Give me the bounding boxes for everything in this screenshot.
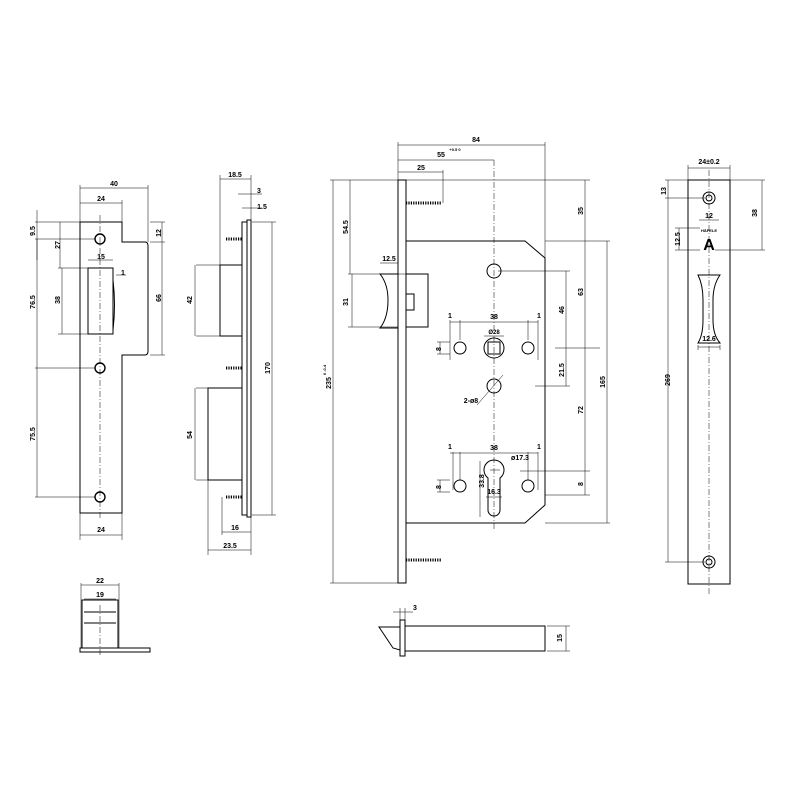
strike-plate-front: 40 24 9.5 27 76.5 38 75.5 15 1 12 66 24: [30, 181, 165, 540]
dim-38: 38: [55, 296, 62, 304]
dim-19: 19: [96, 592, 104, 599]
dim-42: 42: [187, 296, 194, 304]
dim-15: 15: [97, 254, 105, 261]
dim-66: 66: [156, 294, 163, 302]
svg-text:A: A: [703, 237, 715, 254]
dim-16: 16: [231, 525, 239, 532]
dim-235-tolerance: 0 -0.4: [322, 364, 327, 375]
dim-8-a: 8: [436, 347, 443, 351]
dim-16-3: 16.3: [487, 489, 501, 496]
dim-24-bottom: 24: [97, 527, 105, 534]
dim-76-5: 76.5: [30, 295, 37, 309]
dim-165: 165: [600, 376, 607, 388]
dim-8-right: 8: [578, 482, 585, 486]
dim-12-5: 12.5: [675, 232, 682, 246]
dim-54-5: 54.5: [343, 220, 350, 234]
dim-21-5: 21.5: [559, 363, 566, 377]
dim-24-top: 24: [97, 196, 105, 203]
dim-40: 40: [110, 181, 118, 188]
dim-24-tolerance: 24±0.2: [698, 159, 719, 166]
dim-72: 72: [578, 406, 585, 414]
dim-3: 3: [413, 605, 417, 612]
strike-plate-side: 18.5 3 1.5 42 54 170 16 23.5: [187, 172, 276, 555]
dim-13: 13: [661, 187, 668, 195]
dim-2-holes: 2-ø8: [464, 398, 479, 405]
dim-54: 54: [187, 431, 194, 439]
lock-body: 84 55 +0.5 0 25 235 0 -0.4 54.5 31 12.5 …: [322, 137, 610, 584]
dim-170: 170: [265, 362, 272, 374]
dim-38-top: 38: [490, 314, 498, 321]
dim-3: 3: [257, 188, 261, 195]
faceplate-front: HÄFELE A 24±0.2 13 38 12 12.5 12.6 269: [661, 159, 765, 595]
dim-12: 12: [705, 213, 713, 220]
dim-1-a: 1: [448, 313, 452, 320]
dim-84: 84: [472, 137, 480, 144]
dim-18-5: 18.5: [228, 172, 242, 179]
dim-1: 1: [121, 270, 125, 277]
dim-8-b: 8: [436, 485, 443, 489]
dim-63: 63: [578, 288, 585, 296]
logo-text: HÄFELE: [701, 228, 717, 233]
cylinder-cutout: [483, 459, 505, 517]
hafele-logo: HÄFELE A: [701, 228, 717, 254]
dim-dia-17-3: ø17.3: [511, 455, 529, 462]
dim-55-tolerance: +0.5 0: [449, 147, 461, 152]
dim-25: 25: [417, 165, 425, 172]
dim-1-c: 1: [448, 444, 452, 451]
dim-1-5: 1.5: [257, 204, 267, 211]
dim-27: 27: [55, 241, 62, 249]
dim-12-6: 12.6: [702, 336, 716, 343]
dim-75-5: 75.5: [30, 427, 37, 441]
dim-1-b: 1: [537, 313, 541, 320]
dim-235: 235: [326, 377, 333, 389]
strike-box-top: 22 19: [79, 578, 151, 657]
dim-22: 22: [96, 578, 104, 585]
dim-12-5: 12.5: [382, 256, 396, 263]
dim-31: 31: [343, 298, 350, 306]
dim-55-backset: 55: [437, 152, 445, 159]
dim-dia-28: Ø28: [488, 330, 500, 336]
dim-15: 15: [557, 634, 564, 642]
dim-12: 12: [156, 229, 163, 237]
dim-38: 38: [752, 209, 759, 217]
dim-33-8: 33.8: [479, 474, 486, 488]
dim-9-5: 9.5: [30, 226, 37, 236]
dim-35: 35: [578, 207, 585, 215]
dim-1-d: 1: [537, 444, 541, 451]
dim-23-5: 23.5: [223, 543, 237, 550]
dim-46: 46: [559, 306, 566, 314]
bolt-side-view: 3 15: [378, 605, 570, 657]
dim-38-bottom: 38: [490, 445, 498, 452]
dim-269: 269: [665, 374, 672, 386]
